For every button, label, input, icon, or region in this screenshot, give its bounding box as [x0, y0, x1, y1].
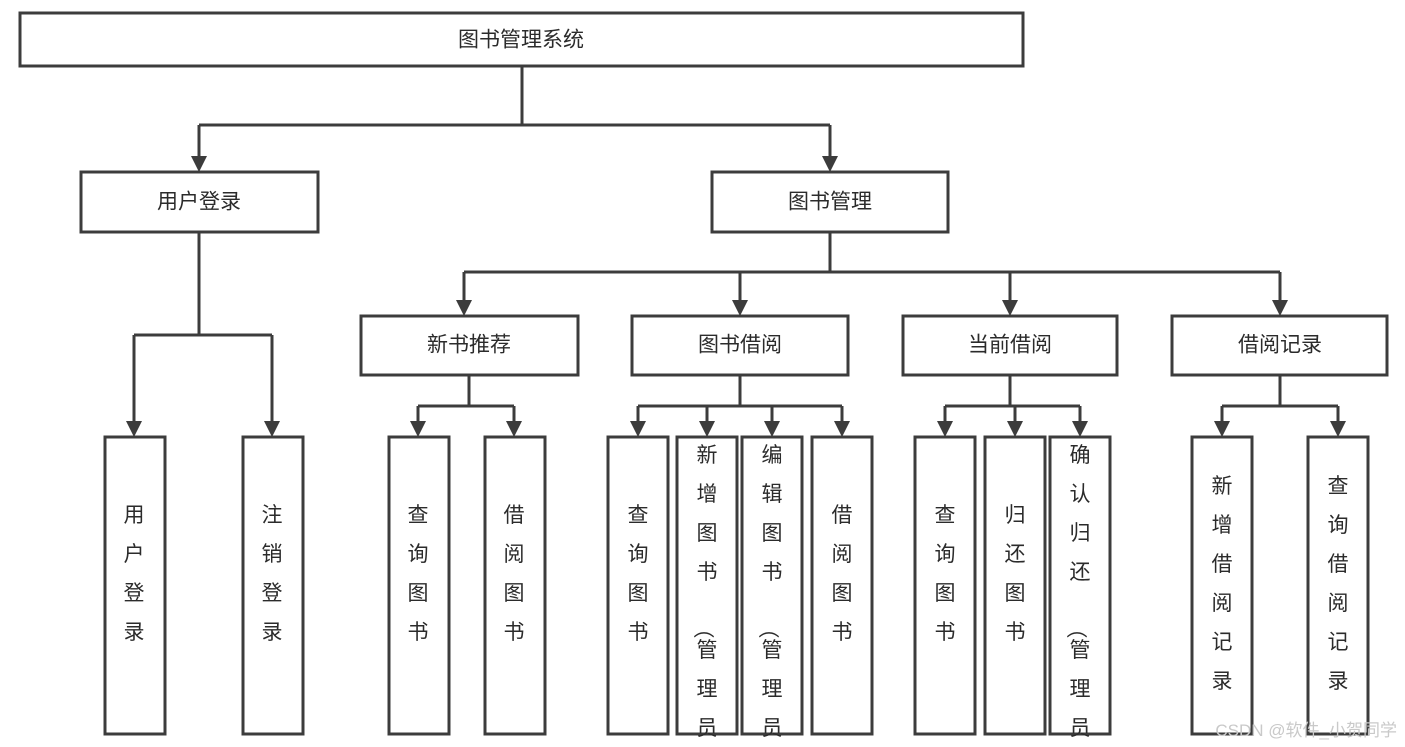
node-leaf-add-record-box[interactable]	[1190, 435, 1254, 736]
arrow-to-leaf-query-book-1	[410, 421, 426, 437]
connector-group-current-borrow	[937, 375, 1088, 437]
node-leaf-edit-book[interactable]: 编辑图书（管理员）	[740, 435, 804, 747]
node-leaf-add-book-box[interactable]	[675, 435, 739, 736]
node-user-login-box[interactable]	[79, 170, 320, 234]
node-leaf-query-book-3-label: 查询图书	[935, 504, 956, 644]
node-leaf-logout-login-label: 注销登录	[262, 504, 283, 644]
arrow-to-leaf-user-login	[126, 421, 142, 437]
arrow-to-current-borrow	[1002, 300, 1018, 316]
node-leaf-query-book-2-box[interactable]	[606, 435, 670, 736]
node-leaf-query-record-box[interactable]	[1306, 435, 1370, 736]
arrow-to-leaf-logout-login	[264, 421, 280, 437]
node-user-login-label: 用户登录	[157, 191, 241, 214]
node-leaf-add-book-label: 新增图书（管理员）	[692, 444, 718, 747]
arrow-to-leaf-borrow-book-2	[834, 421, 850, 437]
node-leaf-add-record[interactable]: 新增借阅记录	[1190, 435, 1254, 736]
node-leaf-logout-login-box[interactable]	[241, 435, 305, 736]
node-root[interactable]: 图书管理系统	[18, 11, 1025, 68]
node-leaf-query-record-label: 查询借阅记录	[1328, 475, 1349, 693]
node-leaf-borrow-book-2-label: 借阅图书	[832, 504, 853, 644]
node-root-label: 图书管理系统	[458, 29, 584, 52]
node-new-book-recommend-label: 新书推荐	[427, 334, 511, 357]
node-book-management-box[interactable]	[710, 170, 950, 234]
node-leaf-add-book[interactable]: 新增图书（管理员）	[675, 435, 739, 747]
node-new-book-recommend[interactable]: 新书推荐	[359, 314, 580, 377]
node-leaf-user-login-label: 用户登录	[124, 504, 145, 644]
node-leaf-borrow-book-1-box[interactable]	[483, 435, 547, 736]
connector-group-root	[191, 66, 838, 172]
arrow-to-book-management	[822, 156, 838, 172]
node-book-management-label: 图书管理	[788, 191, 872, 214]
connector-group-book-management	[456, 232, 1288, 316]
node-leaf-logout-login[interactable]: 注销登录	[241, 435, 305, 736]
node-current-borrow-label: 当前借阅	[968, 334, 1052, 357]
arrow-to-leaf-edit-book	[764, 421, 780, 437]
arrow-to-borrow-record	[1272, 300, 1288, 316]
node-root-box[interactable]	[18, 11, 1025, 68]
node-current-borrow[interactable]: 当前借阅	[901, 314, 1119, 377]
node-leaf-confirm-return[interactable]: 确认归还（管理员）	[1048, 435, 1112, 747]
arrow-to-new-book-recommend	[456, 300, 472, 316]
node-leaf-return-book-label: 归还图书	[1005, 504, 1026, 644]
node-book-borrow[interactable]: 图书借阅	[630, 314, 850, 377]
connector-group-book-borrow	[630, 375, 850, 437]
arrow-to-leaf-confirm-return	[1072, 421, 1088, 437]
node-user-login[interactable]: 用户登录	[79, 170, 320, 234]
node-leaf-add-record-label: 新增借阅记录	[1212, 475, 1233, 693]
node-leaf-confirm-return-label: 确认归还（管理员）	[1065, 444, 1091, 747]
node-leaf-borrow-book-2-box[interactable]	[810, 435, 874, 736]
arrow-to-leaf-borrow-book-1	[506, 421, 522, 437]
node-leaf-user-login[interactable]: 用户登录	[103, 435, 167, 736]
node-new-book-recommend-box[interactable]	[359, 314, 580, 377]
node-leaf-edit-book-label: 编辑图书（管理员）	[757, 444, 783, 747]
connector-group-new-book-recommend	[410, 375, 522, 437]
arrow-to-leaf-query-book-3	[937, 421, 953, 437]
connector-group-user-login	[126, 232, 280, 437]
arrow-to-book-borrow	[732, 300, 748, 316]
node-book-borrow-label: 图书借阅	[698, 334, 782, 357]
node-leaf-query-record[interactable]: 查询借阅记录	[1306, 435, 1370, 736]
node-leaf-query-book-1-label: 查询图书	[408, 504, 429, 644]
node-borrow-record-box[interactable]	[1170, 314, 1389, 377]
node-leaf-confirm-return-box[interactable]	[1048, 435, 1112, 736]
node-leaf-query-book-3-box[interactable]	[913, 435, 977, 736]
node-leaf-user-login-box[interactable]	[103, 435, 167, 736]
node-current-borrow-box[interactable]	[901, 314, 1119, 377]
node-borrow-record-label: 借阅记录	[1238, 334, 1322, 357]
node-leaf-borrow-book-2[interactable]: 借阅图书	[810, 435, 874, 736]
node-book-borrow-box[interactable]	[630, 314, 850, 377]
node-borrow-record[interactable]: 借阅记录	[1170, 314, 1389, 377]
node-leaf-return-book[interactable]: 归还图书	[983, 435, 1047, 736]
node-leaf-edit-book-box[interactable]	[740, 435, 804, 736]
arrow-to-leaf-add-record	[1214, 421, 1230, 437]
node-leaf-query-book-3[interactable]: 查询图书	[913, 435, 977, 736]
arrow-to-user-login	[191, 156, 207, 172]
arrow-to-leaf-add-book	[699, 421, 715, 437]
arrow-to-leaf-query-record	[1330, 421, 1346, 437]
arrow-to-leaf-query-book-2	[630, 421, 646, 437]
node-leaf-query-book-2[interactable]: 查询图书	[606, 435, 670, 736]
node-leaf-query-book-2-label: 查询图书	[628, 504, 649, 644]
watermark: CSDN @软件_小贺同学	[1215, 721, 1397, 740]
arrow-to-leaf-return-book	[1007, 421, 1023, 437]
node-leaf-query-book-1[interactable]: 查询图书	[387, 435, 451, 736]
node-leaf-return-book-box[interactable]	[983, 435, 1047, 736]
node-leaf-borrow-book-1-label: 借阅图书	[504, 504, 525, 644]
node-book-management[interactable]: 图书管理	[710, 170, 950, 234]
connector-group-borrow-record	[1214, 375, 1346, 437]
node-leaf-query-book-1-box[interactable]	[387, 435, 451, 736]
node-leaf-borrow-book-1[interactable]: 借阅图书	[483, 435, 547, 736]
